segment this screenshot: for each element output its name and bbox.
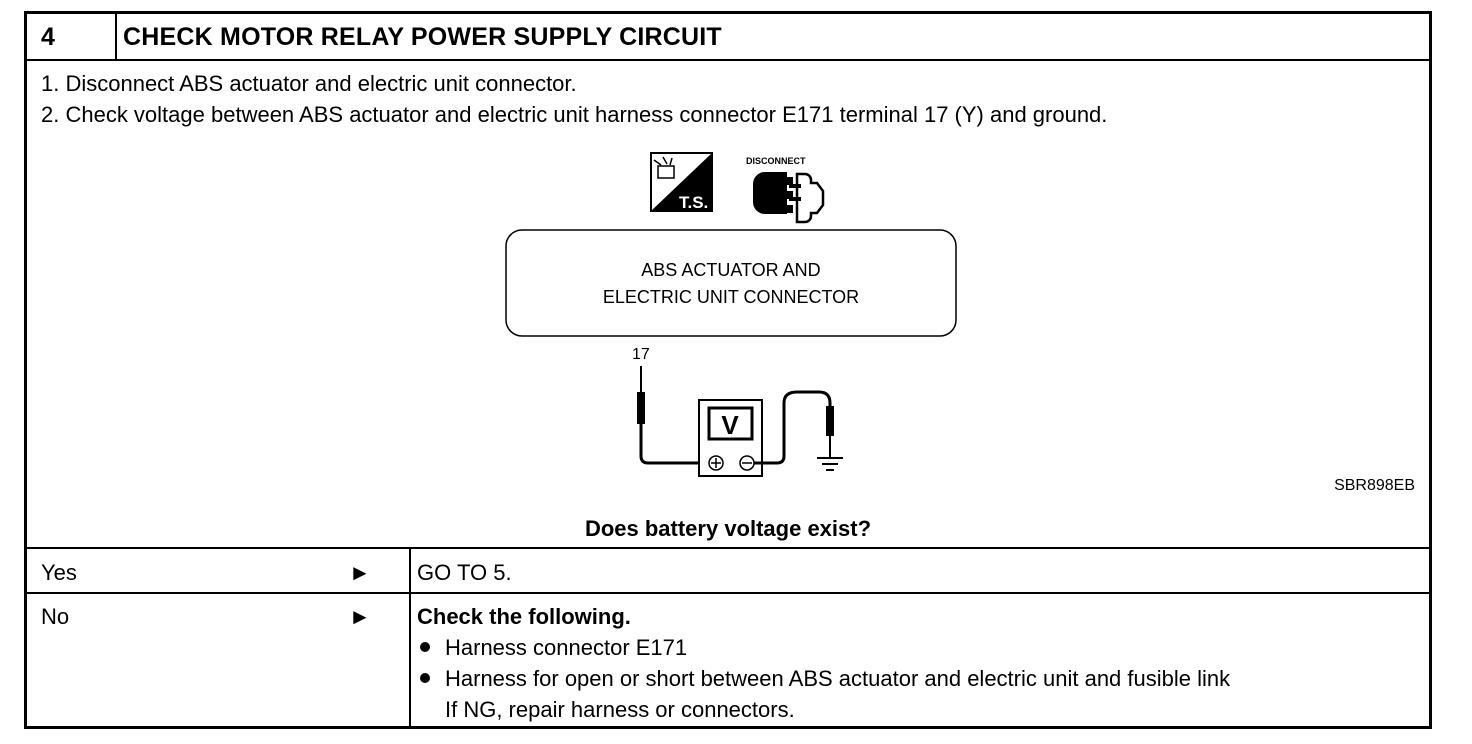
lead-positive bbox=[639, 424, 710, 465]
connector-label-line2: ELECTRIC UNIT CONNECTOR bbox=[603, 287, 859, 307]
connector-box bbox=[505, 229, 957, 337]
wiring-diagram: T.S. DISCONNECT ABS ACTUATOR AND ELECTRI… bbox=[505, 152, 1415, 494]
no-arrow-icon: ► bbox=[349, 604, 371, 629]
ts-icon-label: T.S. bbox=[679, 193, 708, 212]
answer-divider bbox=[409, 547, 411, 729]
connector-label-line1: ABS ACTUATOR AND bbox=[641, 260, 820, 280]
yes-arrow-icon: ► bbox=[349, 560, 371, 585]
trouble-shooting-icon: T.S. bbox=[650, 152, 713, 212]
figure-code: SBR898EB bbox=[1334, 477, 1415, 494]
answer-yes-label: Yes bbox=[41, 560, 77, 585]
repair-note: If NG, repair harness or connectors. bbox=[445, 697, 795, 722]
header-rule bbox=[27, 59, 1429, 61]
header-divider bbox=[115, 14, 117, 60]
step-number: 4 bbox=[41, 23, 56, 51]
ground-icon bbox=[817, 457, 843, 471]
question-rule bbox=[27, 547, 1429, 549]
answer-no-heading: Check the following. bbox=[417, 604, 631, 629]
bullet-icon bbox=[420, 673, 430, 683]
answer-row-rule bbox=[27, 592, 1429, 594]
instruction-step-1: 1. Disconnect ABS actuator and electric … bbox=[41, 71, 577, 96]
bullet-icon bbox=[420, 642, 430, 652]
answer-no-label: No bbox=[41, 604, 70, 629]
procedure-table: 4 CHECK MOTOR RELAY POWER SUPPLY CIRCUIT… bbox=[24, 11, 1432, 729]
check-item: Harness connector E171 bbox=[445, 635, 688, 660]
terminal-number: 17 bbox=[632, 346, 650, 363]
instruction-step-2: 2. Check voltage between ABS actuator an… bbox=[41, 102, 1108, 127]
check-item: Harness for open or short between ABS ac… bbox=[445, 666, 1231, 691]
step-title: CHECK MOTOR RELAY POWER SUPPLY CIRCUIT bbox=[123, 23, 722, 51]
lead-negative bbox=[754, 390, 832, 465]
disconnect-icon-label: DISCONNECT bbox=[746, 156, 806, 166]
disconnect-icon: DISCONNECT bbox=[746, 156, 825, 224]
decision-question: Does battery voltage exist? bbox=[584, 516, 872, 541]
voltmeter-label: V bbox=[721, 410, 739, 440]
answer-yes-result: GO TO 5. bbox=[417, 560, 512, 585]
